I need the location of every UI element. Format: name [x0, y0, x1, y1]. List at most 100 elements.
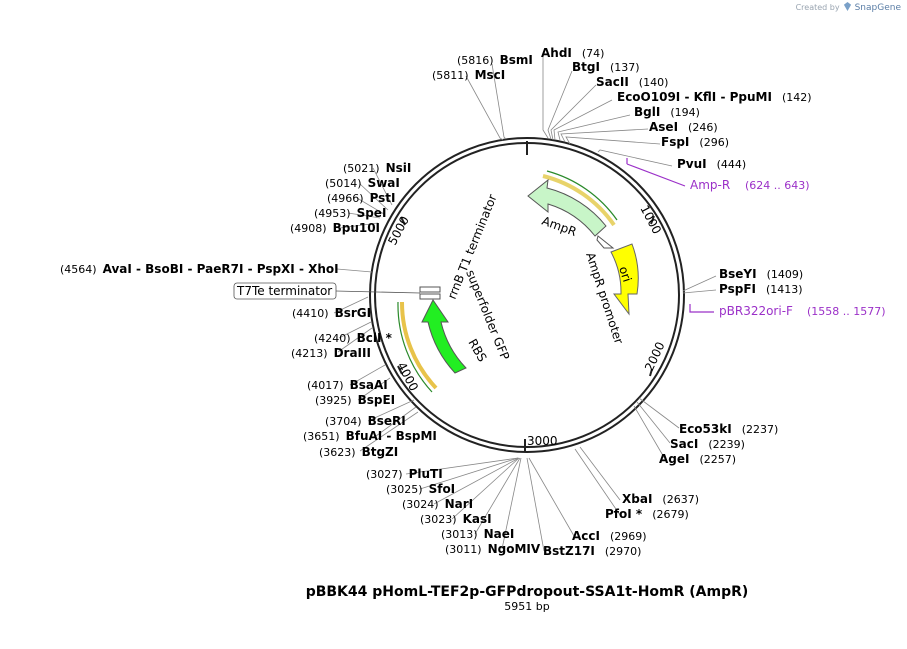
restriction-site-position: (4564): [60, 263, 97, 276]
restriction-site: AseI (246): [649, 120, 718, 134]
feature-t7te-terminator: T7Te terminator: [233, 282, 441, 300]
restriction-site-name: NgoMIV: [488, 542, 541, 556]
feature-rbs-label: RBS: [465, 337, 489, 365]
restriction-site: PluTI(3027): [366, 467, 443, 481]
restriction-site-name: SacI: [670, 437, 698, 451]
restriction-site: PvuI(444): [677, 157, 746, 171]
restriction-site: AccI (2969): [572, 529, 647, 543]
restriction-site-name: BtgZI: [362, 445, 399, 459]
restriction-site-name: NarI: [445, 497, 474, 511]
restriction-site-name: SwaI: [368, 176, 400, 190]
restriction-site: NgoMIV (3011): [445, 542, 541, 556]
restriction-site: NaeI (3013): [441, 527, 514, 541]
restriction-site-position: (140): [639, 76, 669, 89]
restriction-site: NarI (3024): [402, 497, 473, 511]
restriction-site: MscI(5811): [432, 68, 505, 82]
restriction-site-position: (2679): [652, 508, 689, 521]
restriction-site-position: (3011): [445, 543, 482, 556]
restriction-site-position: (1413): [766, 283, 803, 296]
snapgene-logo-icon: [843, 2, 852, 13]
restriction-site-position: (4017): [307, 379, 344, 392]
restriction-site: AhdI (74): [541, 46, 604, 60]
site-connectors: [333, 57, 717, 552]
restriction-site-name: BstZ17I: [543, 544, 595, 558]
restriction-site-name: PvuI: [677, 157, 707, 171]
restriction-site-position: (4966): [327, 192, 364, 205]
restriction-site-name: BseRI: [368, 414, 406, 428]
feature-ori-label: ori: [616, 265, 634, 284]
restriction-site-position: (3024): [402, 498, 439, 511]
plasmid-length: 5951 bp: [504, 600, 549, 613]
restriction-site-name: Bpu10I: [333, 221, 380, 235]
restriction-sites: BsmI(5816)MscI(5811)AhdI(74)BtgI(137)Sac…: [60, 46, 812, 558]
feature-ampr: AmpR: [527, 170, 618, 239]
restriction-site-position: (74): [582, 47, 605, 60]
restriction-site: KasI (3023): [420, 512, 492, 526]
restriction-site: SwaI (5014): [325, 176, 400, 190]
restriction-site: BglI (194): [634, 105, 700, 119]
restriction-site: BspEI (3925): [315, 393, 395, 407]
restriction-site-name: PfoI *: [605, 507, 643, 521]
credit-brand: SnapGene: [854, 2, 901, 13]
restriction-site: SacII (140): [596, 75, 668, 89]
restriction-site-position: (2637): [662, 493, 699, 506]
restriction-site: BclI * (4240): [314, 331, 393, 345]
credit-prefix: Created by: [795, 3, 840, 12]
restriction-site-position: (194): [670, 106, 700, 119]
restriction-site-name: BglI: [634, 105, 660, 119]
restriction-site: SpeI(4953): [314, 206, 386, 220]
restriction-site-position: (2969): [610, 530, 647, 543]
restriction-site-position: (3025): [386, 483, 423, 496]
restriction-site: BsmI(5816): [457, 53, 533, 67]
restriction-site-name: BtgI: [572, 60, 600, 74]
restriction-site-name: BsmI: [500, 53, 533, 67]
restriction-site: XbaI (2637): [622, 492, 699, 506]
restriction-site-name: BfuAI - BspMI: [346, 429, 437, 443]
restriction-site: Bpu10I (4908): [290, 221, 380, 235]
restriction-site-name: EcoO109I - KflI - PpuMI: [617, 90, 772, 104]
primer-pbr322ori-f: pBR322ori-F (1558 .. 1577): [689, 304, 886, 318]
restriction-site: NsiI(5021): [343, 161, 411, 175]
restriction-site-position: (2970): [605, 545, 642, 558]
restriction-site-position: (4213): [291, 347, 328, 360]
restriction-site-position: (4908): [290, 222, 327, 235]
restriction-site: BfuAI - BspMI (3651): [303, 429, 437, 443]
tick-label-2000: 2000: [642, 340, 668, 374]
restriction-site: DraIII(4213): [291, 346, 371, 360]
feature-ori: ori: [610, 243, 639, 316]
feature-rbs: RBS: [465, 337, 489, 365]
restriction-site: PstI(4966): [327, 191, 396, 205]
feature-t7te-label: T7Te terminator: [236, 284, 332, 298]
restriction-site-name: SacII: [596, 75, 629, 89]
restriction-site: BsrGI(4410): [292, 306, 371, 320]
restriction-site-name: NaeI: [484, 527, 515, 541]
restriction-site-position: (296): [699, 136, 729, 149]
restriction-site-name: AhdI: [541, 46, 572, 60]
primer-amp-r-name: Amp-R: [690, 178, 730, 192]
restriction-site-name: SpeI: [357, 206, 387, 220]
tick-label-3000: 3000: [527, 434, 558, 448]
restriction-site-position: (4240): [314, 332, 351, 345]
primer-amp-r: Amp-R (624 .. 643): [626, 158, 810, 192]
restriction-site-position: (5014): [325, 177, 362, 190]
primer-pbr322ori-f-name: pBR322ori-F: [719, 304, 793, 318]
restriction-site-position: (3651): [303, 430, 340, 443]
restriction-site-position: (3027): [366, 468, 403, 481]
restriction-site-name: AvaI - BsoBI - PaeR7I - PspXI - XhoI: [103, 262, 339, 276]
restriction-site-name: XbaI: [622, 492, 652, 506]
restriction-site-position: (246): [688, 121, 718, 134]
restriction-site-name: BclI *: [357, 331, 393, 345]
restriction-site-position: (3623): [319, 446, 356, 459]
restriction-site-name: NsiI: [386, 161, 412, 175]
restriction-site-name: AseI: [649, 120, 678, 134]
plasmid-title: pBBK44 pHomL-TEF2p-GFPdropout-SSA1t-HomR…: [306, 584, 749, 600]
restriction-site-name: KasI: [463, 512, 492, 526]
restriction-site-name: BspEI: [358, 393, 396, 407]
restriction-site-name: BsaAI: [350, 378, 388, 392]
restriction-site-name: AccI: [572, 529, 600, 543]
restriction-site-name: PspFI: [719, 282, 756, 296]
restriction-site-position: (3023): [420, 513, 457, 526]
restriction-site-position: (3925): [315, 394, 352, 407]
restriction-site: PspFI (1413): [719, 282, 803, 296]
restriction-site-position: (3013): [441, 528, 478, 541]
